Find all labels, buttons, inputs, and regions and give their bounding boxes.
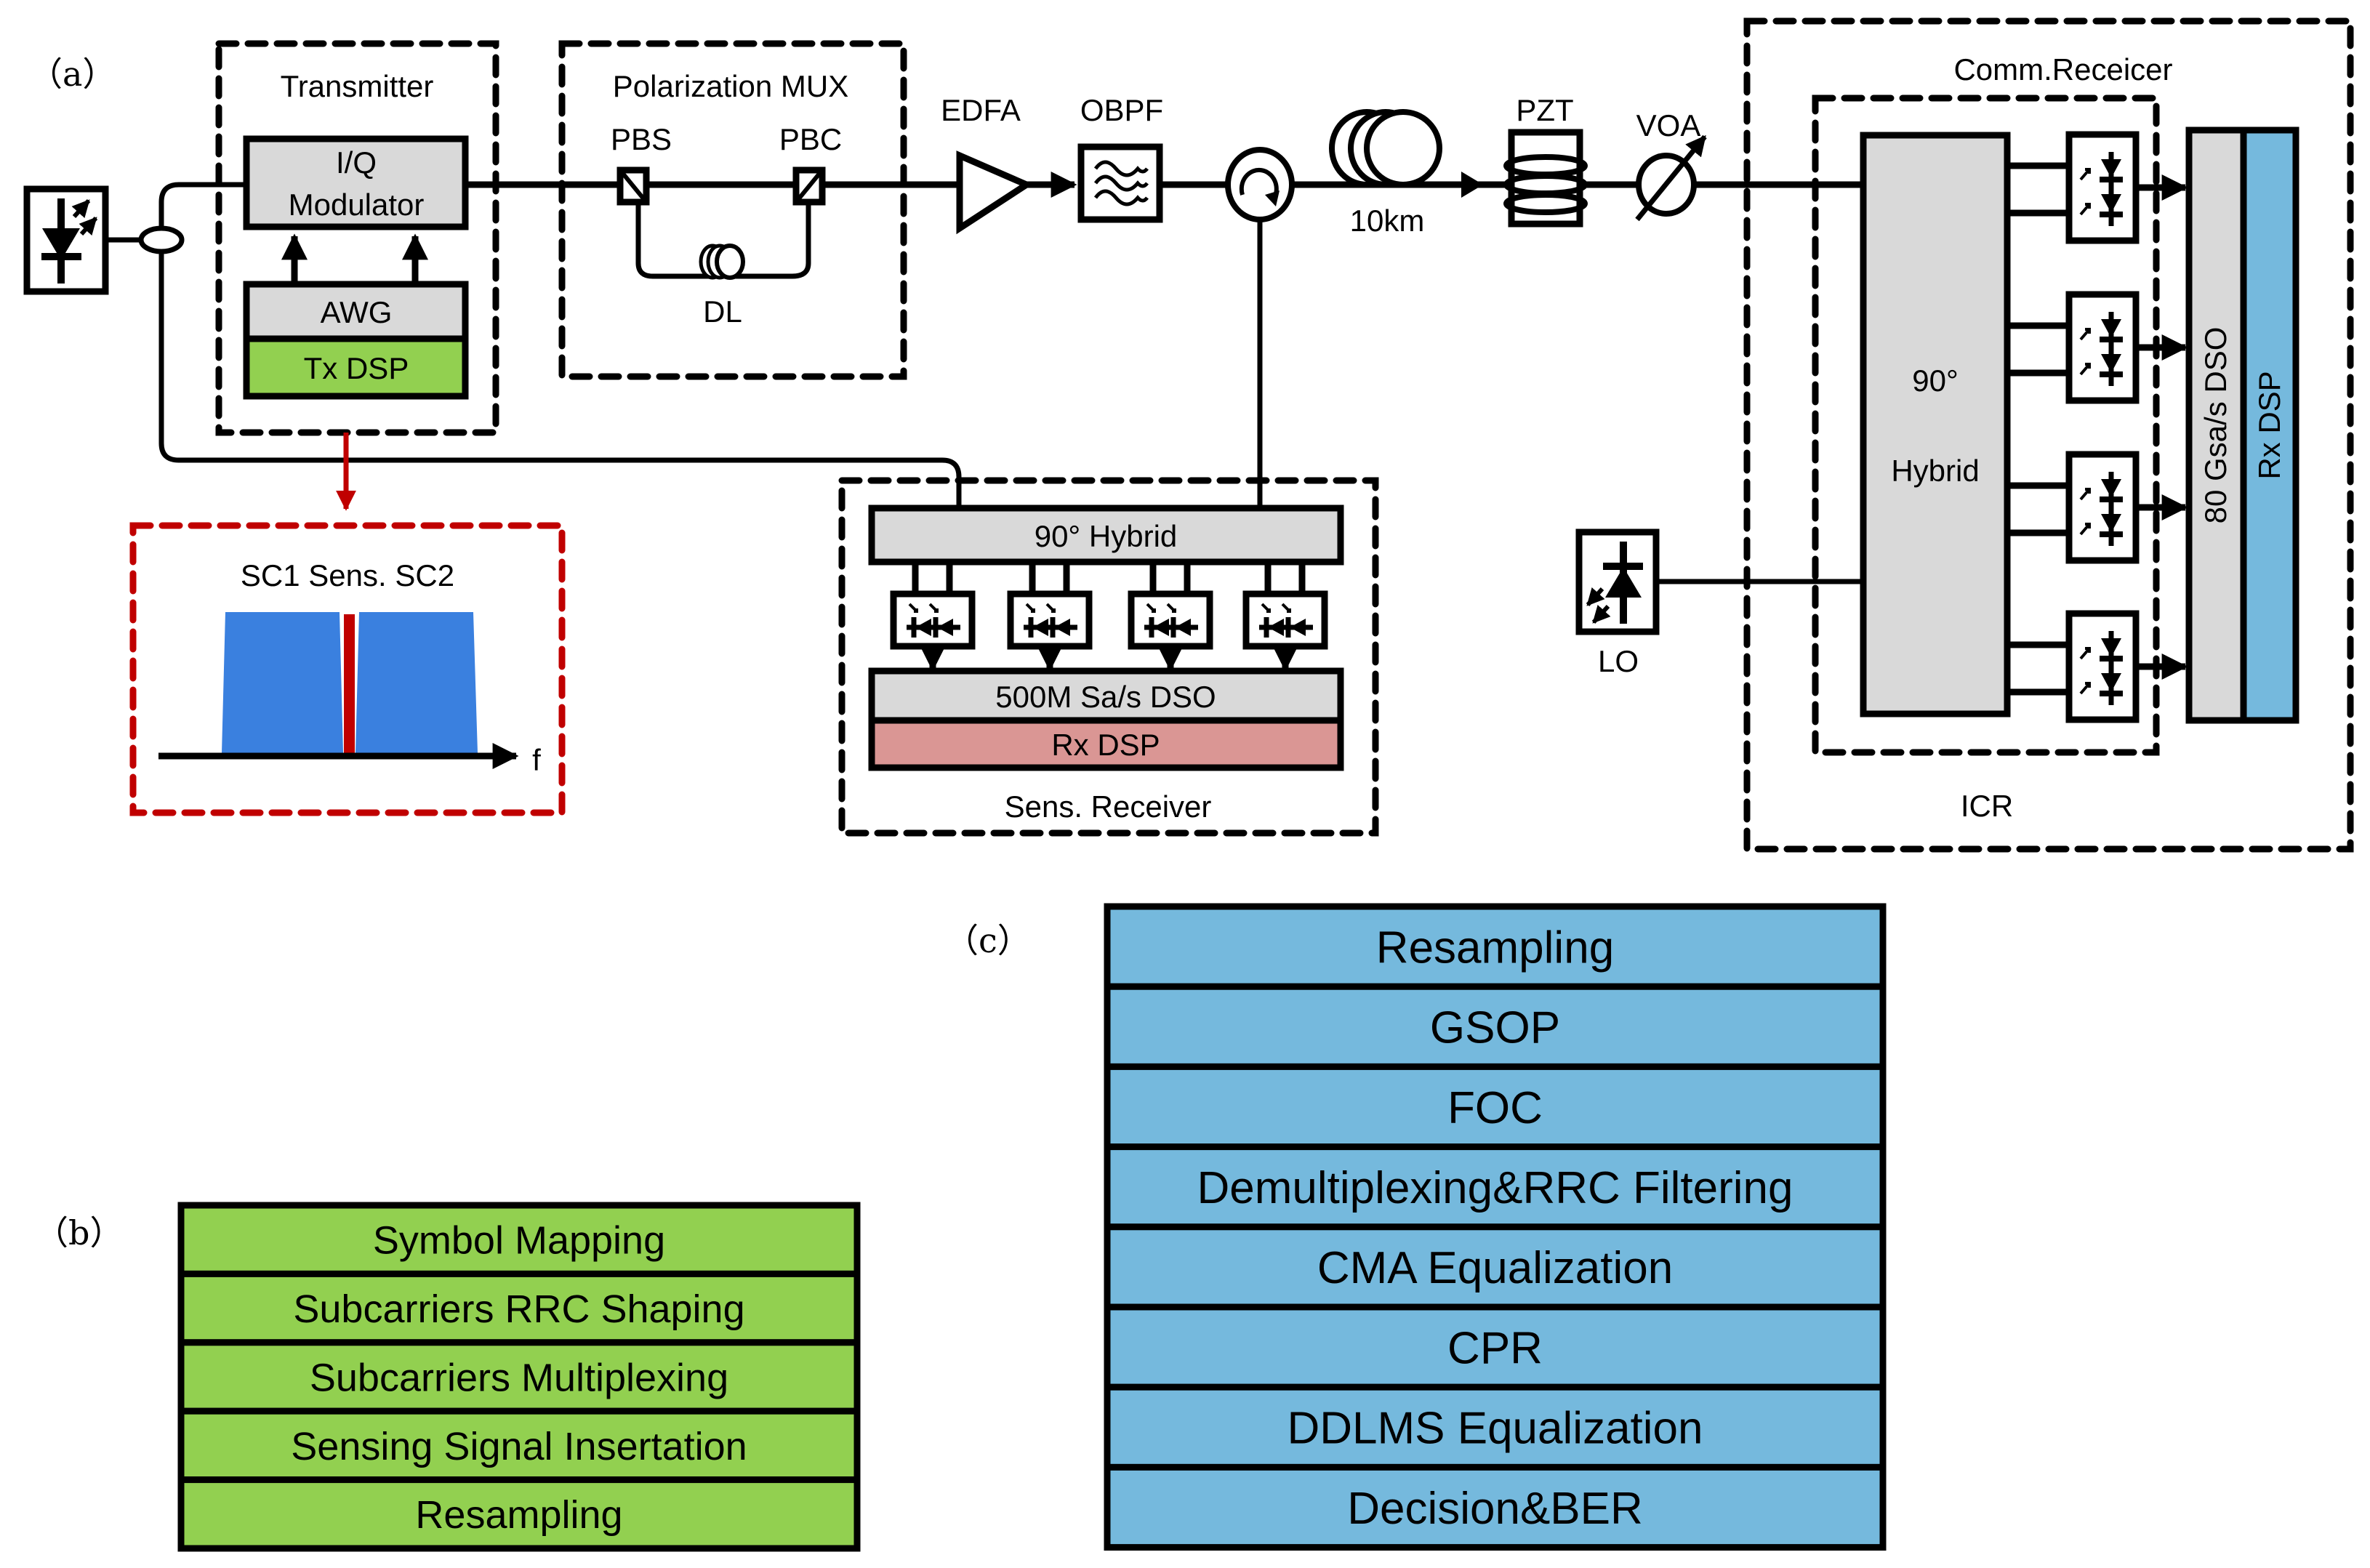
pbc-icon bbox=[792, 166, 826, 206]
pzt-label: PZT bbox=[1516, 93, 1573, 127]
icr-group bbox=[1812, 95, 2160, 756]
obpf-label: OBPF bbox=[1080, 93, 1163, 127]
dsp-step-label: GSOP bbox=[1430, 1003, 1560, 1053]
pbs-icon bbox=[616, 166, 650, 206]
coupler-icon bbox=[138, 225, 185, 254]
dsp-step-row bbox=[1104, 1063, 1887, 1151]
sens-hybrid-block bbox=[868, 504, 1344, 566]
dsp-step-label: DDLMS Equalization bbox=[1287, 1404, 1703, 1454]
voa-label: VOA bbox=[1636, 108, 1701, 142]
sens-hybrid-label: 90° Hybrid bbox=[1035, 519, 1178, 553]
polarization-mux-group bbox=[558, 40, 907, 380]
tx-dsp-label: Tx DSP bbox=[304, 351, 409, 385]
delay-line-spool-icon bbox=[699, 244, 745, 280]
frequency-axis-label: f bbox=[532, 743, 541, 777]
sens-dso-label: 500M Sa/s DSO bbox=[995, 680, 1216, 714]
comm-hybrid-label-line1: 90° bbox=[1912, 363, 1959, 398]
dsp-step-label: Sensing Signal Insertation bbox=[291, 1425, 747, 1468]
comm-bpd-3 bbox=[2007, 454, 2188, 560]
obpf-filter-icon bbox=[1077, 143, 1163, 223]
sensing-receiver-group bbox=[838, 477, 1379, 837]
lo-reference-fiber bbox=[158, 252, 962, 508]
circulator-icon bbox=[1225, 147, 1295, 222]
transmitter-title: Transmitter bbox=[281, 69, 434, 103]
comm-receiver-group bbox=[1743, 17, 2354, 853]
iq-modulator-label-line2: Modulator bbox=[289, 188, 425, 222]
pbc-label: PBC bbox=[779, 122, 842, 156]
dsp-step-row bbox=[177, 1476, 861, 1552]
coupler-to-modulator-fiber bbox=[158, 182, 246, 228]
comm-bpd-1 bbox=[2007, 134, 2188, 241]
icr-label: ICR bbox=[1961, 789, 2013, 823]
comm-rx-dsp-label: Rx DSP bbox=[2252, 371, 2286, 479]
subcarrier-1-spectrum bbox=[222, 612, 343, 753]
dsp-step-label: Subcarriers RRC Shaping bbox=[293, 1287, 744, 1331]
iq-modulator-label-line1: I/Q bbox=[336, 145, 377, 180]
pzt-icon bbox=[1503, 129, 1588, 228]
dsp-step-label: Decision&BER bbox=[1347, 1484, 1643, 1534]
dsp-step-label: CPR bbox=[1447, 1323, 1543, 1373]
propagation-arrow-icon bbox=[1461, 172, 1483, 198]
dsp-step-row bbox=[1104, 903, 1887, 990]
sens-bpd-2 bbox=[1011, 562, 1089, 672]
comm-dso-label: 80 Gsa/s DSO bbox=[2198, 327, 2233, 524]
panel-label-a: （a） bbox=[29, 55, 116, 94]
delay-line-label: DL bbox=[703, 294, 742, 329]
sens-bpd-3 bbox=[1131, 562, 1210, 672]
edfa-amplifier-icon bbox=[956, 150, 1034, 235]
panel-label-c: （c） bbox=[945, 921, 1031, 960]
comm-bpd-4 bbox=[2007, 614, 2188, 720]
fiber-spool-icon bbox=[1329, 109, 1442, 188]
dsp-step-row bbox=[1104, 1463, 1887, 1551]
comm-bpd-2 bbox=[2007, 294, 2188, 401]
polarization-mux-title: Polarization MUX bbox=[613, 69, 848, 103]
spectrum-inset bbox=[129, 522, 566, 816]
dsp-step-label: Symbol Mapping bbox=[373, 1219, 665, 1263]
dsp-step-label: FOC bbox=[1447, 1083, 1543, 1133]
sensing-signal-spectrum bbox=[344, 614, 355, 753]
comm-receiver-title: Comm.Receicer bbox=[1953, 52, 2172, 87]
dsp-step-row bbox=[1104, 1383, 1887, 1471]
edfa-label: EDFA bbox=[941, 93, 1021, 127]
comm-rx-dsp-block bbox=[2240, 126, 2299, 724]
fiber-length-label: 10km bbox=[1350, 204, 1425, 238]
sens-bpd-1 bbox=[893, 562, 972, 672]
laser-source-icon bbox=[23, 185, 109, 295]
comm-hybrid-block bbox=[1860, 132, 2011, 717]
dsp-step-label: CMA Equalization bbox=[1317, 1243, 1673, 1293]
sens-rx-dsp-label: Rx DSP bbox=[1051, 728, 1160, 762]
pbs-label: PBS bbox=[611, 122, 672, 156]
lo-label: LO bbox=[1598, 644, 1639, 678]
dsp-step-label: Resampling bbox=[1376, 922, 1614, 973]
panel-label-b: （b） bbox=[35, 1213, 123, 1253]
sens-bpd-4 bbox=[1246, 562, 1325, 672]
sens-rx-dsp-block bbox=[868, 717, 1344, 771]
comm-hybrid-label-line2: Hybrid bbox=[1891, 454, 1979, 488]
dsp-step-label: Demultiplexing&RRC Filtering bbox=[1197, 1163, 1793, 1213]
transmitter-group bbox=[215, 40, 499, 436]
voa-attenuator-icon bbox=[1635, 134, 1707, 222]
sens-receiver-title: Sens. Receiver bbox=[1005, 789, 1212, 824]
dsp-step-label: Resampling bbox=[415, 1493, 622, 1537]
tx-dsp-block bbox=[243, 335, 469, 400]
local-oscillator-icon bbox=[1575, 528, 1660, 635]
subcarrier-2-spectrum bbox=[356, 612, 478, 753]
spectrum-title: SC1 Sens. SC2 bbox=[241, 558, 454, 592]
dsp-step-label: Subcarriers Multiplexing bbox=[310, 1356, 728, 1399]
awg-label: AWG bbox=[321, 295, 393, 329]
dsp-step-row bbox=[177, 1270, 861, 1346]
